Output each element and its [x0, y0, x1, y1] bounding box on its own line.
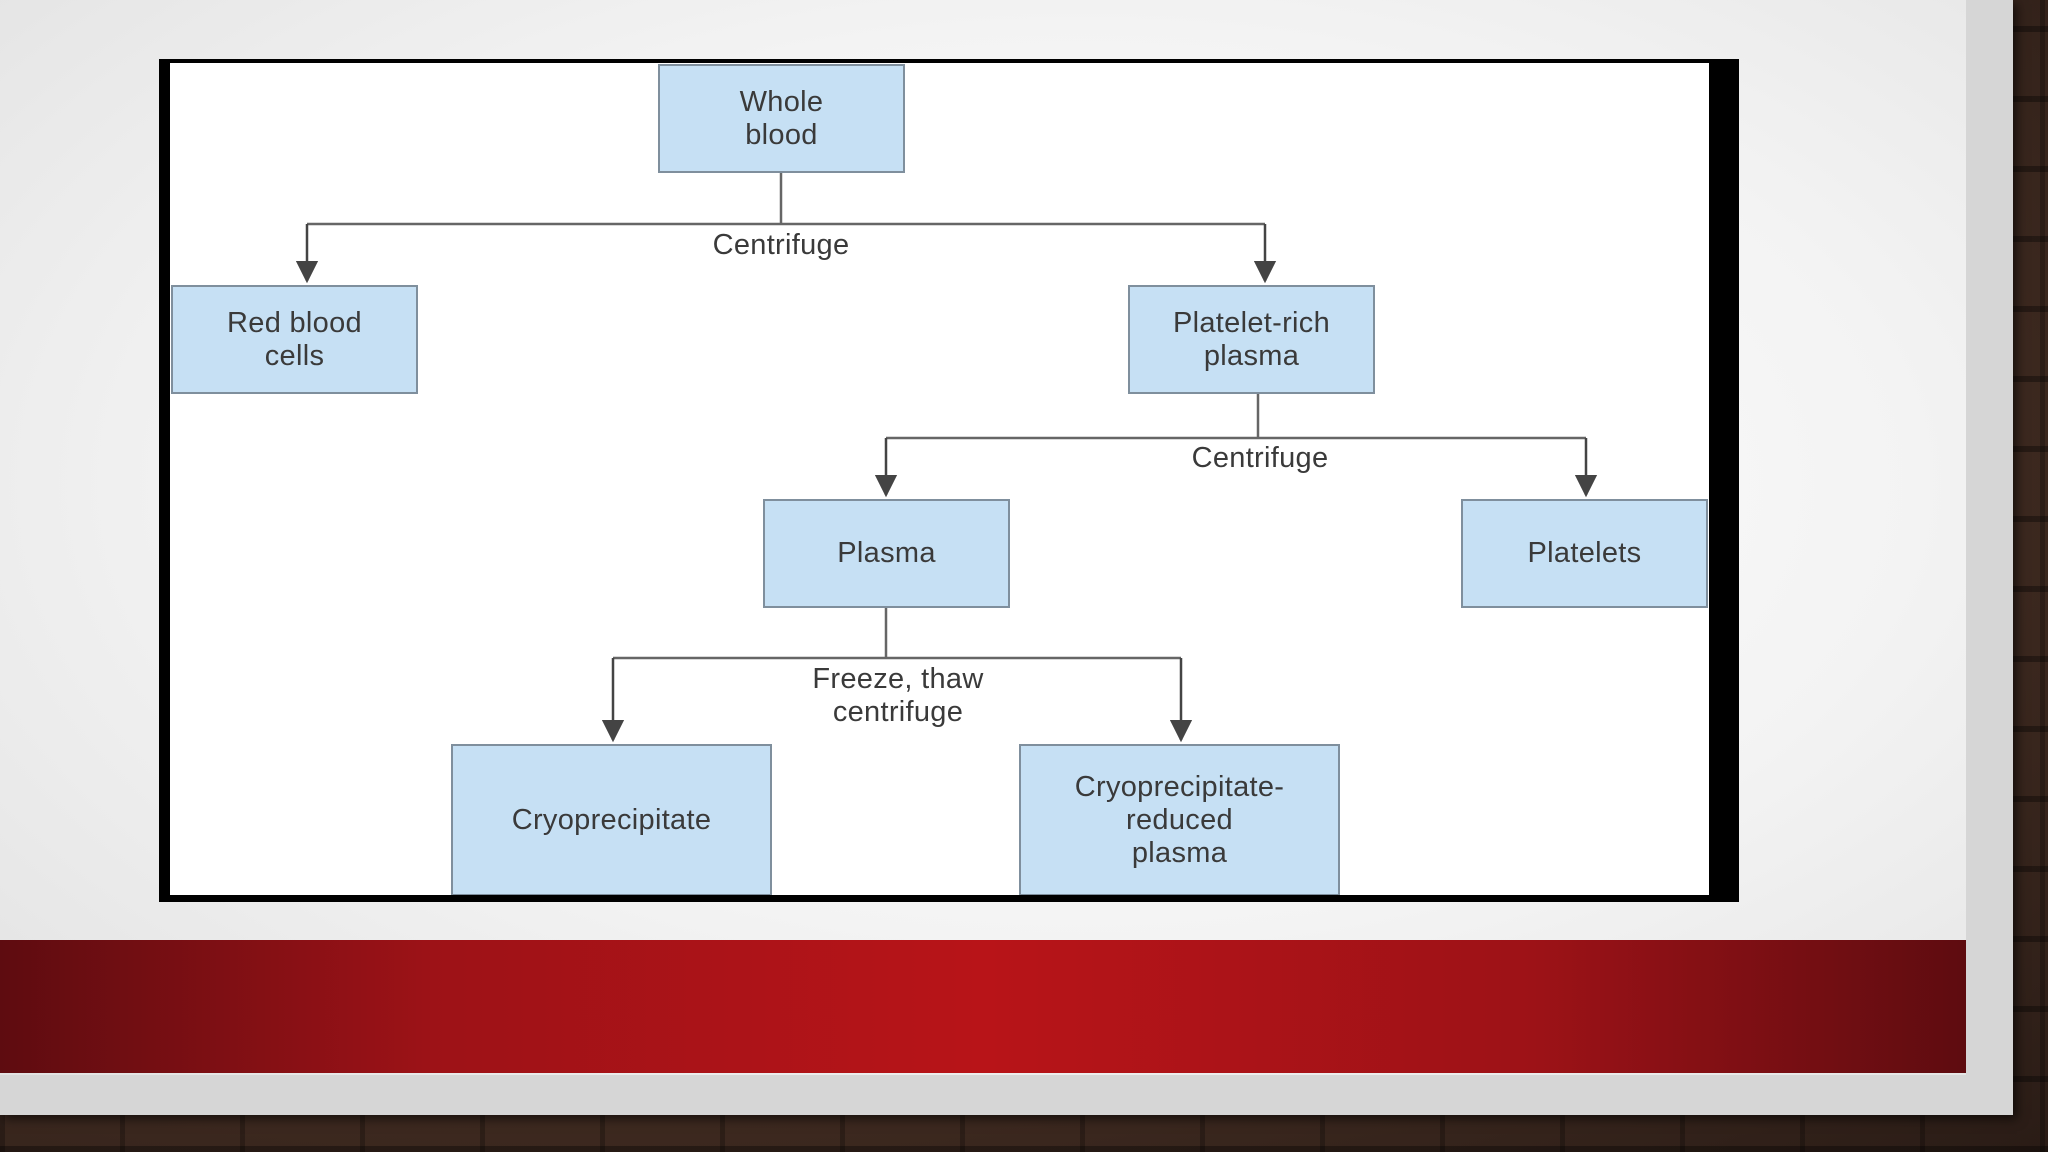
edge-label-centrifuge-2: Centrifuge	[1191, 442, 1329, 474]
flowchart-figure: Whole blood Red blood cells Platelet-ric…	[170, 63, 1709, 895]
slide-canvas: Whole blood Red blood cells Platelet-ric…	[0, 0, 1966, 1075]
edge-label-freeze-thaw-centrifuge: Freeze, thaw centrifuge	[812, 663, 984, 728]
accent-band	[0, 940, 1966, 1073]
node-platelet-rich-plasma: Platelet-rich plasma	[1128, 285, 1375, 394]
slide: Whole blood Red blood cells Platelet-ric…	[0, 0, 2013, 1115]
node-whole-blood: Whole blood	[658, 64, 905, 173]
node-plasma: Plasma	[763, 499, 1010, 608]
node-red-blood-cells: Red blood cells	[171, 285, 418, 394]
connector-lines	[295, 173, 1598, 743]
edge-label-centrifuge-1: Centrifuge	[712, 229, 850, 261]
node-cryoprecipitate: Cryoprecipitate	[451, 744, 772, 895]
node-platelets: Platelets	[1461, 499, 1708, 608]
figure-frame: Whole blood Red blood cells Platelet-ric…	[159, 59, 1739, 902]
node-cryoprecipitate-reduced-plasma: Cryoprecipitate- reduced plasma	[1019, 744, 1340, 895]
